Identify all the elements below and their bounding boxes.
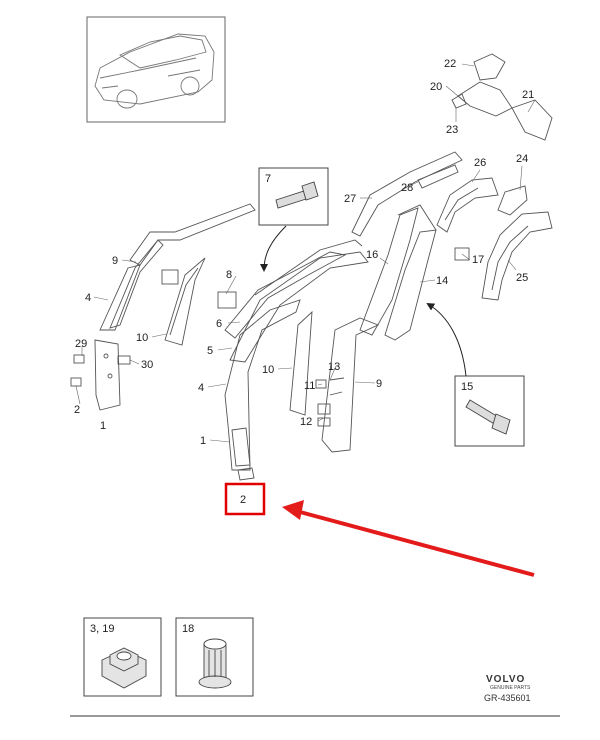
leader-arrow-15	[426, 302, 467, 377]
callout-26: 26	[474, 157, 486, 169]
callout-16: 16	[366, 249, 378, 261]
callout-24: 24	[516, 153, 528, 165]
center-assembly	[217, 239, 380, 481]
callout-10-left: 10	[136, 332, 148, 344]
leader-arrow-7	[260, 225, 287, 272]
weld-nut-icon	[101, 647, 147, 689]
callout-4-center: 4	[198, 382, 204, 394]
bolt-icon	[275, 181, 319, 209]
callout-30: 30	[141, 359, 153, 371]
callout-5: 5	[207, 345, 213, 357]
callouts	[75, 63, 536, 443]
volvo-logo: VOLVO	[486, 674, 525, 685]
callout-10-center: 10	[262, 364, 274, 376]
callout-17: 17	[472, 254, 484, 266]
left-assembly	[70, 203, 256, 411]
rivet-nut-icon	[198, 638, 232, 689]
brand-tagline: GENUINE PARTS	[490, 685, 531, 691]
highlighted-part[interactable]: 2	[224, 482, 266, 516]
inset-number: 15	[461, 381, 473, 393]
inset-bolt-15: 15	[454, 375, 525, 447]
callout-29: 29	[75, 338, 87, 350]
callout-11: 11	[304, 380, 315, 392]
callout-28: 28	[401, 182, 413, 194]
callout-9-left: 9	[112, 255, 118, 267]
car-thumbnail	[86, 16, 226, 123]
callout-labels: 22 20 21 23 26 24 27 28 9 4 8 6 5 10 10 …	[74, 58, 534, 447]
callout-4-left: 4	[85, 292, 91, 304]
inset-number: 7	[265, 173, 271, 185]
inset-number: 3, 19	[90, 623, 114, 635]
highlight-number: 2	[240, 494, 246, 506]
callout-12: 12	[300, 416, 312, 428]
callout-14: 14	[436, 275, 448, 287]
callout-1-center: 1	[200, 435, 206, 447]
reference-number: GR-435601	[484, 693, 531, 703]
bolt-icon	[465, 399, 511, 435]
rear-assembly	[351, 53, 553, 341]
inset-nut: 3, 19	[83, 617, 162, 697]
callout-2: 2	[74, 404, 80, 416]
callout-27: 27	[344, 193, 356, 205]
callout-22: 22	[444, 58, 456, 70]
inset-number: 18	[182, 623, 194, 635]
red-pointer-arrow	[282, 500, 535, 577]
car-icon	[94, 33, 215, 109]
callout-8: 8	[226, 269, 232, 281]
callout-23: 23	[446, 124, 458, 136]
callout-20: 20	[430, 81, 442, 93]
inset-rivet: 18	[175, 617, 254, 697]
brand-block: VOLVO GENUINE PARTS GR-435601	[484, 674, 531, 703]
inset-bolt-7: 7	[258, 167, 329, 226]
callout-1-left: 1	[100, 420, 106, 432]
callout-6: 6	[216, 318, 222, 330]
callout-9-center: 9	[376, 378, 382, 390]
callout-21: 21	[522, 89, 534, 101]
callout-25: 25	[516, 272, 528, 284]
callout-13: 13	[328, 361, 340, 373]
